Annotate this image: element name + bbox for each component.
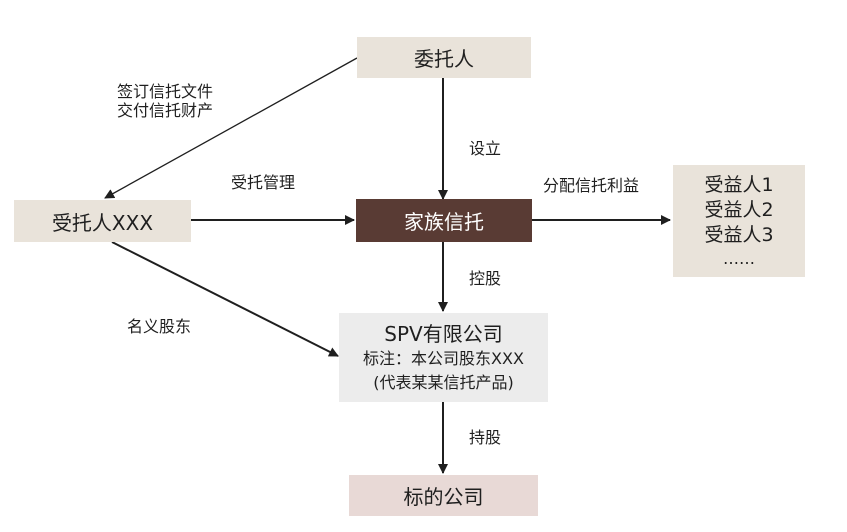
target-company-label: 标的公司 — [403, 485, 484, 509]
edge-label-distribute-benefits: 分配信托利益 — [543, 176, 640, 195]
beneficiary-3: 受益人3 — [704, 223, 774, 246]
trustee-label: 受托人XXX — [51, 210, 154, 235]
edge-label-sign-trust-documents: 签订信托文件 交付信托财产 — [117, 82, 213, 120]
settlor-box: 委托人 — [357, 37, 531, 78]
target-company-box: 标的公司 — [349, 475, 538, 516]
family-trust-box: 家族信托 — [356, 199, 532, 242]
edge-label-nominal-shareholder: 名义股东 — [127, 317, 192, 336]
edge-label-establish: 设立 — [469, 139, 502, 158]
edge-label-line-1: 签订信托文件 — [117, 82, 214, 101]
settlor-label: 委托人 — [414, 47, 474, 71]
beneficiary-more: …… — [723, 248, 755, 268]
beneficiary-1: 受益人1 — [704, 173, 774, 196]
family-trust-label: 家族信托 — [404, 210, 484, 234]
spv-note: 标注：本公司股东XXX — [363, 348, 524, 368]
arrow-trustee-to-spv — [111, 241, 339, 357]
spv-title: SPV有限公司 — [384, 321, 503, 346]
edge-label-line-2: 交付信托财产 — [117, 101, 214, 120]
beneficiaries-box: 受益人1 受益人2 受益人3 …… — [673, 165, 805, 277]
edge-label-shareholding: 持股 — [469, 428, 502, 447]
arrow-settlor-to-trustee — [104, 57, 358, 199]
edge-label-holding-control: 控股 — [469, 269, 502, 288]
spv-box: SPV有限公司 标注：本公司股东XXX (代表某某信托产品) — [339, 313, 548, 402]
spv-note-2: (代表某某信托产品) — [373, 372, 514, 392]
trustee-box: 受托人XXX — [14, 200, 191, 242]
edge-label-entrusted-management: 受托管理 — [231, 173, 296, 192]
beneficiary-2: 受益人2 — [704, 198, 774, 221]
